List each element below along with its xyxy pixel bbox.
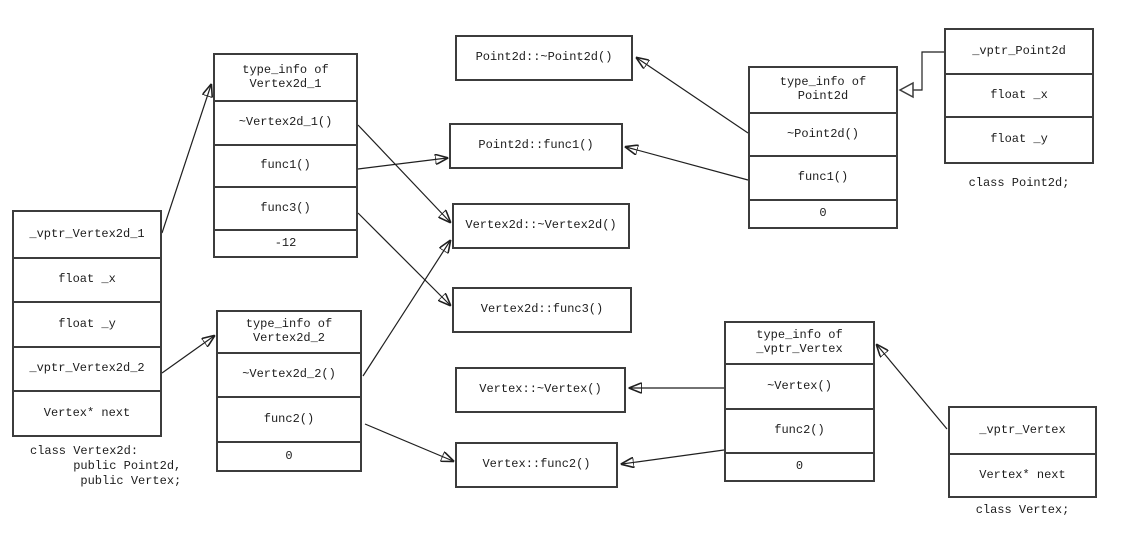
vertex2d-dtor-label: Vertex2d::~Vertex2d() <box>465 218 617 233</box>
arrow-vtp-func1-to-point2d-func1 <box>626 147 749 181</box>
vtp-typeinfo: type_info of Point2d <box>779 75 867 103</box>
vt1-slot-offset: -12 <box>215 229 356 256</box>
vertex-object-box: _vptr_Vertex Vertex* next <box>948 406 1097 498</box>
vtp-slot-offset: 0 <box>750 199 896 227</box>
slot-vptr-point2d: _vptr_Point2d <box>972 43 1066 58</box>
vertex-vtable-box: type_info of _vptr_Vertex ~Vertex() func… <box>724 321 875 482</box>
vt2-slot-func2: func2() <box>218 396 360 441</box>
slot-vptr-vertex2d-1: _vptr_Vertex2d_1 <box>29 226 145 241</box>
vt1-slot-func1: func1() <box>215 144 356 186</box>
arrow-vt1-func3-to-vertex2d-func3 <box>357 212 450 305</box>
point2d-dtor-label: Point2d::~Point2d() <box>475 50 613 65</box>
vertex-func2-box: Vertex::func2() <box>455 442 618 488</box>
arrow-vptr-vertex-to-vertex-vtable <box>877 345 948 430</box>
vertex-dtor-label: Vertex::~Vertex() <box>479 382 602 397</box>
point2d-vtable-box: type_info of Point2d ~Point2d() func1() … <box>748 66 898 229</box>
vt1-slot-dtor: ~Vertex2d_1() <box>215 100 356 144</box>
point2d-func1-box: Point2d::func1() <box>449 123 623 169</box>
hollow-arrowhead-icon <box>898 81 914 99</box>
slot-vertex-next: Vertex* next <box>14 390 160 435</box>
arrow-vt1-dtor-to-vertex2d-dtor <box>357 124 450 222</box>
vertex2d-object-box: _vptr_Vertex2d_1 float _x float _y _vptr… <box>12 210 162 437</box>
vt1-slot-func3: func3() <box>215 186 356 229</box>
slot-vptr-vertex: _vptr_Vertex <box>979 422 1066 437</box>
slot-float-y: float _y <box>14 301 160 346</box>
vtv-typeinfo: type_info of _vptr_Vertex <box>756 328 843 356</box>
vtv-slot-func2: func2() <box>726 408 873 452</box>
vtp-slot-func1: func1() <box>750 155 896 199</box>
vt1-typeinfo: type_info of Vertex2d_1 <box>242 62 329 91</box>
slot-point2d-float-x: float _x <box>946 73 1092 116</box>
point2d-func1-label: Point2d::func1() <box>478 138 594 153</box>
arrow-vptr2-to-vertex2d2-vtable <box>161 336 214 374</box>
point2d-dtor-box: Point2d::~Point2d() <box>455 35 633 81</box>
vertex-dtor-box: Vertex::~Vertex() <box>455 367 626 413</box>
vertex2d-class-caption: class Vertex2d: public Point2d, public V… <box>30 444 182 488</box>
vtv-slot-offset: 0 <box>726 452 873 480</box>
point2d-class-caption: class Point2d; <box>968 176 1070 190</box>
vtp-slot-dtor: ~Point2d() <box>750 112 896 155</box>
slot-point2d-float-y: float _y <box>946 116 1092 162</box>
vertex-func2-label: Vertex::func2() <box>482 457 591 472</box>
vertex2d-func3-box: Vertex2d::func3() <box>452 287 632 333</box>
slot-vptr-vertex2d-2: _vptr_Vertex2d_2 <box>14 346 160 390</box>
vt2-slot-dtor: ~Vertex2d_2() <box>218 352 360 396</box>
vertex2d-func3-label: Vertex2d::func3() <box>480 302 604 317</box>
arrow-vptr1-to-vertex2d1-vtable <box>161 85 211 234</box>
vertex2d-dtor-box: Vertex2d::~Vertex2d() <box>452 203 630 249</box>
vertex2d-1-vtable-box: type_info of Vertex2d_1 ~Vertex2d_1() fu… <box>213 53 358 258</box>
arrow-vt1-func1-to-point2d-func1 <box>357 158 447 170</box>
vt2-typeinfo: type_info of Vertex2d_2 <box>245 317 333 345</box>
vt2-slot-offset: 0 <box>218 441 360 470</box>
arrow-vtp-dtor-to-point2d-dtor <box>637 58 749 134</box>
arrow-vt2-func2-to-vertex-func2 <box>364 423 453 461</box>
vtv-slot-dtor: ~Vertex() <box>726 363 873 408</box>
connector-vptr-point2d-to-point2d-vtable <box>913 51 944 91</box>
slot-vertex-object-next: Vertex* next <box>950 453 1095 496</box>
point2d-object-box: _vptr_Point2d float _x float _y <box>944 28 1094 164</box>
vertex2d-2-vtable-box: type_info of Vertex2d_2 ~Vertex2d_2() fu… <box>216 310 362 472</box>
arrow-vt2-dtor-to-vertex2d-dtor <box>362 241 450 377</box>
arrow-vtv-func2-to-vertex-func2 <box>622 449 725 464</box>
vertex-class-caption: class Vertex; <box>975 503 1070 517</box>
slot-float-x: float _x <box>14 257 160 301</box>
